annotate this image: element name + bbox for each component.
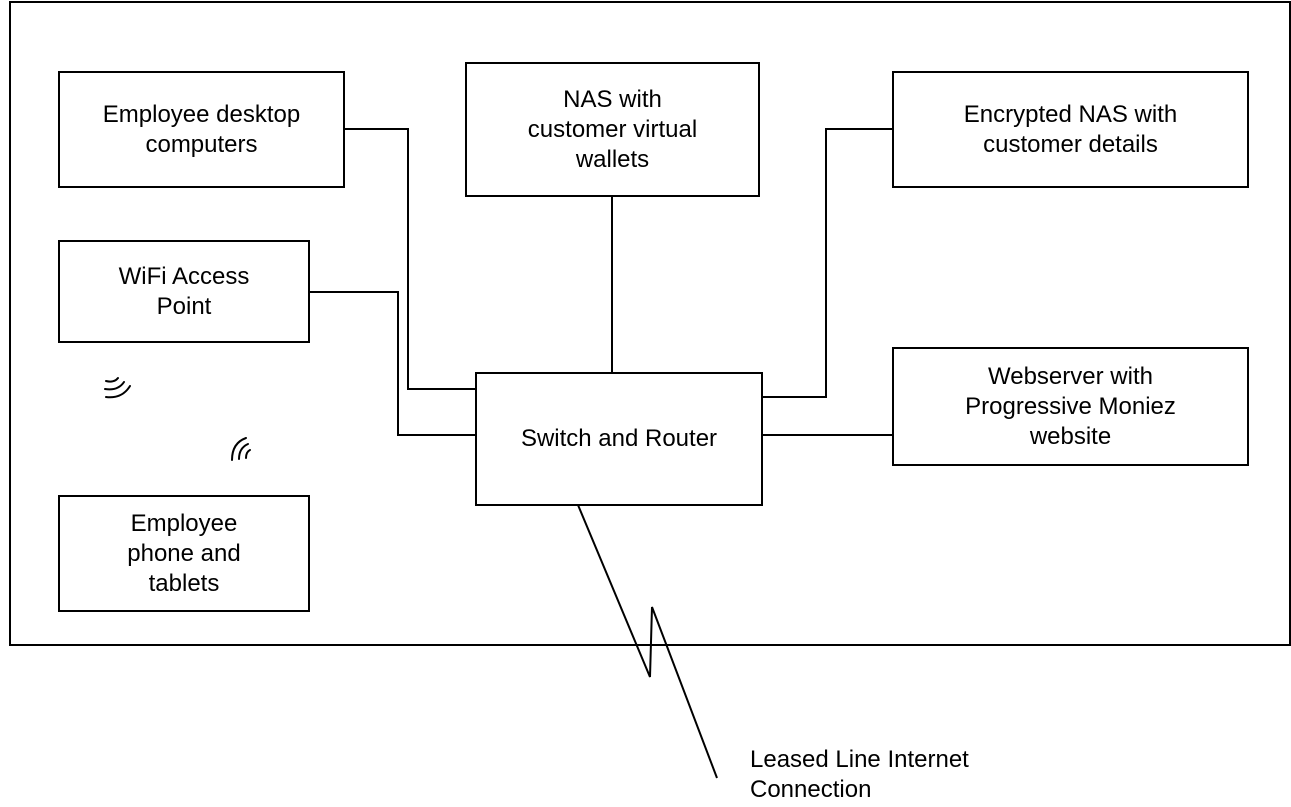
node-label-line: Point xyxy=(156,292,212,320)
node-label-line: Employee desktop xyxy=(102,100,301,128)
wifi-signal-icon xyxy=(104,377,131,399)
wifi-signal-icon xyxy=(231,437,251,461)
node-label-line: Switch and Router xyxy=(520,425,718,452)
node-label-line: tablets xyxy=(148,569,220,597)
wifi-access-point-node: WiFi Access Point xyxy=(58,240,310,343)
node-label-line: website xyxy=(1029,422,1112,450)
leased-line-connection xyxy=(577,504,718,779)
nas-wallets-node: NAS with customer virtual wallets xyxy=(465,62,760,197)
switch-router-node: Switch and Router xyxy=(475,372,763,506)
node-label-line: wallets xyxy=(575,145,650,173)
node-label-line: WiFi Access xyxy=(118,262,250,290)
node-label-line: customer virtual xyxy=(527,115,698,143)
node-label-line: computers xyxy=(145,130,258,158)
employee-desktops-node: Employee desktop computers xyxy=(58,71,345,188)
webserver-node: Webserver with Progressive Moniez websit… xyxy=(892,347,1249,466)
employee-phones-node: Employee phone and tablets xyxy=(58,495,310,612)
link-wifi-to-switch xyxy=(309,291,476,436)
office-boundary xyxy=(9,1,1291,646)
link-desktops-to-switch xyxy=(343,128,476,390)
caption-line: Connection xyxy=(750,776,872,803)
link-encrypted-nas-to-switch xyxy=(762,128,893,398)
node-label-line: customer details xyxy=(983,130,1158,158)
node-label-line: phone and xyxy=(127,539,241,567)
leased-line-label: Leased Line Internet Connection xyxy=(750,745,969,805)
node-label-line: NAS with xyxy=(563,85,662,113)
node-label-line: Progressive Moniez xyxy=(965,392,1176,420)
node-label-line: Employee xyxy=(130,509,238,537)
node-label-line: Encrypted NAS with xyxy=(963,100,1178,128)
node-label-line: Webserver with xyxy=(988,362,1153,390)
encrypted-nas-node: Encrypted NAS with customer details xyxy=(892,71,1249,188)
caption-line: Leased Line Internet xyxy=(750,746,969,773)
